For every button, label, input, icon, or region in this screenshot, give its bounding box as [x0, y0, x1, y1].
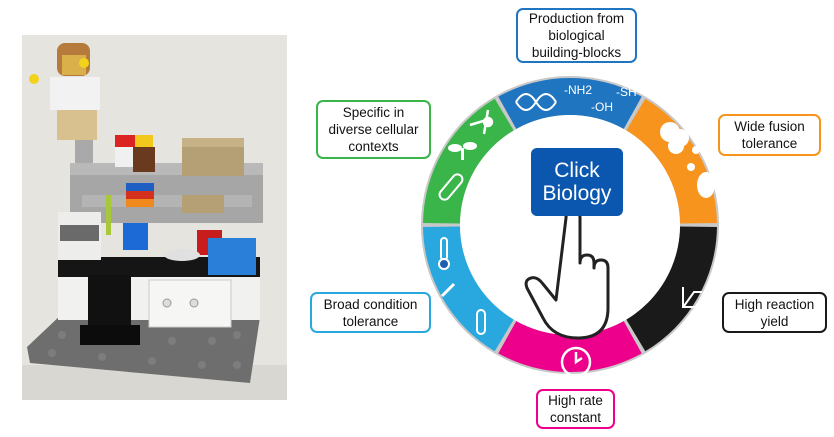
bacterium-icon [438, 173, 464, 201]
segment-fusion [626, 98, 717, 224]
clock-icon [560, 346, 592, 378]
segment-production [498, 78, 642, 129]
label-fusion: Wide fusion tolerance [718, 114, 821, 156]
click-biology-line2: Biology [542, 182, 612, 205]
blue-bottle [123, 223, 148, 250]
blue-box [208, 238, 256, 275]
segment-condition [423, 226, 514, 352]
sprout-icon [448, 142, 477, 160]
neuron-cell-icon [469, 109, 494, 135]
dna-icon [515, 93, 557, 111]
label-condition: Broad condition tolerance [310, 292, 431, 333]
label-cellular: Specific in diverse cellular contexts [316, 100, 431, 159]
lego-lab-photo [22, 35, 287, 400]
thermometer-icon [438, 237, 450, 270]
chem-sh: -SH [616, 85, 637, 99]
segment-yield [626, 226, 717, 352]
label-rate: High rate constant [536, 389, 615, 429]
chem-nh2: -NH2 [564, 83, 592, 97]
label-production: Production from biological building-bloc… [516, 8, 637, 63]
protein-blob-icon [660, 122, 715, 198]
minifigure-legs [57, 110, 97, 140]
test-tube-icon [476, 309, 486, 335]
minifigure-torso [50, 77, 100, 110]
label-yield: High reaction yield [722, 292, 827, 333]
click-biology-button[interactable]: Click Biology [531, 148, 623, 216]
click-biology-line1: Click [554, 159, 600, 182]
chair [88, 275, 131, 325]
yield-curve-icon [682, 287, 703, 308]
segment-rate [498, 321, 642, 372]
segment-cellular [423, 98, 514, 224]
chem-oh: -OH [591, 100, 613, 114]
pipette-icon [440, 282, 456, 298]
